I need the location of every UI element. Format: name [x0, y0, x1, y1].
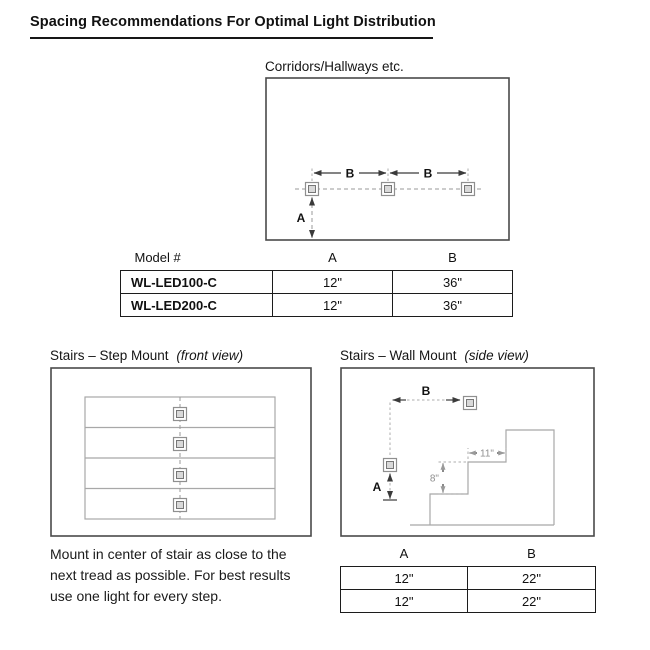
title-underline	[30, 37, 433, 39]
wall-mount-view-label: (side view)	[464, 348, 529, 363]
dim-b-label: B	[424, 167, 433, 181]
page-title: Spacing Recommendations For Optimal Ligh…	[30, 14, 436, 30]
value-a: 12"	[340, 589, 468, 613]
light-fixture	[172, 497, 188, 513]
riser-height-label: 8"	[430, 474, 440, 485]
model-table-header-a: A	[328, 250, 337, 265]
step-mount-view-label: (front view)	[176, 348, 244, 363]
light-fixture	[460, 181, 476, 197]
dimension-riser: 8"	[430, 461, 466, 495]
value-b: 36"	[392, 293, 513, 317]
model-table-header-model: Model #	[134, 250, 181, 265]
model-table-header-b: B	[448, 250, 457, 265]
value-a: 12"	[272, 293, 393, 317]
dimension-a: A	[373, 473, 397, 501]
step-mount-title: Stairs – Step Mount	[50, 348, 169, 363]
table-row: 12" 22"	[340, 589, 596, 613]
dim-a-label: A	[373, 480, 382, 494]
step-mount-outline	[50, 367, 312, 537]
wall-table-header-b: B	[527, 546, 536, 561]
dim-b-label: B	[422, 384, 431, 398]
dim-b-label: B	[346, 167, 355, 181]
dimension-b-2: B	[389, 167, 467, 181]
light-fixture	[172, 436, 188, 452]
table-row: 12" 22"	[340, 566, 596, 590]
wall-mount-section-label: Stairs – Wall Mount (side view)	[340, 348, 529, 363]
table-row: WL-LED100-C 12" 36"	[120, 270, 513, 294]
wall-mount-title: Stairs – Wall Mount	[340, 348, 457, 363]
model-table-header-row: Model # A B	[121, 248, 513, 271]
value-a: 12"	[340, 566, 468, 590]
dimension-b-1: B	[313, 167, 387, 181]
corridor-diagram: B B A	[265, 77, 510, 241]
model-name: WL-LED100-C	[120, 270, 273, 294]
light-fixture	[172, 406, 188, 422]
stair-profile	[410, 429, 555, 526]
value-b: 22"	[467, 566, 596, 590]
corridor-outline	[265, 77, 510, 241]
dimension-a: A	[297, 197, 315, 238]
light-fixture	[382, 457, 398, 473]
wall-mount-outline	[340, 367, 595, 537]
step-mount-diagram	[50, 367, 312, 537]
value-b: 22"	[467, 589, 596, 613]
light-fixture	[462, 395, 478, 411]
light-fixture	[380, 181, 396, 197]
dim-a-label: A	[297, 211, 306, 225]
light-fixture	[304, 181, 320, 197]
value-a: 12"	[272, 270, 393, 294]
corridor-label-text: Corridors/Hallways etc.	[265, 59, 404, 74]
wall-table-header-a: A	[399, 546, 409, 561]
step-mount-note: Mount in center of stair as close to the…	[50, 546, 291, 604]
model-name: WL-LED200-C	[120, 293, 273, 317]
value-b: 36"	[392, 270, 513, 294]
model-spacing-table: Model # A B WL-LED100-C 12" 36" WL-LED20…	[120, 248, 513, 317]
wall-mount-spacing-table: A B 12" 22" 12" 22"	[340, 544, 596, 613]
dimension-b: B	[389, 384, 461, 455]
wall-mount-diagram: B A 11" 8"	[340, 367, 595, 537]
table-row: WL-LED200-C 12" 36"	[120, 293, 513, 317]
dimension-tread: 11"	[467, 448, 507, 460]
tread-depth-label: 11"	[480, 449, 494, 460]
light-fixture	[172, 467, 188, 483]
corridor-section-label: Corridors/Hallways etc.	[265, 59, 404, 74]
wall-table-header-row: A B	[341, 544, 596, 567]
step-mount-section-label: Stairs – Step Mount (front view)	[50, 348, 243, 363]
